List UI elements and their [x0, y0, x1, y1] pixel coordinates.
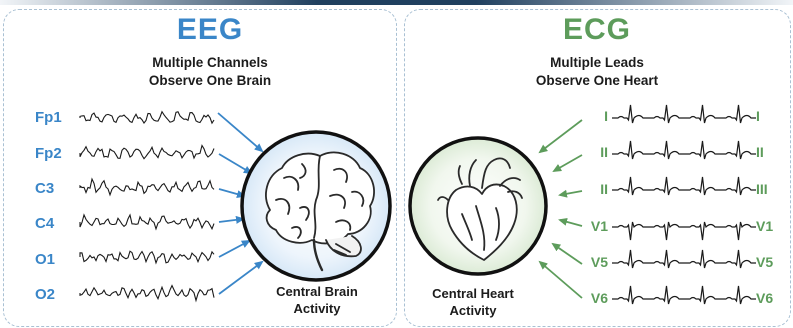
ecg-arrow [551, 242, 583, 265]
ecg-lead-label-left: V6 [590, 290, 608, 306]
eeg-channel-label: O2 [35, 286, 56, 303]
eeg-subtitle-line1: Multiple Channels [152, 55, 268, 70]
heart-caption-line1: Central Heart [432, 286, 514, 301]
eeg-subtitle-line2: Observe One Brain [148, 73, 272, 88]
ecg-lead-label-right: III [756, 181, 768, 197]
brain-caption-line1: Central Brain [276, 284, 358, 299]
ecg-arrow [538, 119, 583, 154]
ecg-lead-label-left: I [604, 108, 608, 124]
brain-icon [265, 151, 375, 272]
ecg-arrow [558, 189, 583, 198]
ecg-trace [612, 249, 756, 269]
ecg-trace [612, 140, 756, 160]
ecg-lead-label-left: II [600, 181, 608, 197]
eeg-channel-label: O1 [35, 251, 56, 268]
heart-node [408, 136, 548, 276]
eeg-arrow [218, 260, 264, 295]
eeg-trace [79, 177, 215, 197]
eeg-trace [79, 110, 215, 125]
top-accent-bar [0, 0, 793, 5]
eeg-trace [79, 213, 215, 231]
eeg-trace [79, 250, 215, 265]
ecg-trace [612, 221, 756, 241]
ecg-arrow [558, 217, 583, 227]
eeg-title: EEG [176, 13, 244, 46]
eeg-channel-label: C4 [35, 215, 55, 232]
ecg-trace [612, 104, 756, 124]
eeg-arrow [218, 215, 245, 224]
ecg-waveforms [612, 104, 756, 305]
ecg-lead-label-right: I [756, 108, 760, 124]
ecg-lead-label-right: V1 [756, 218, 774, 234]
eeg-channel-label: Fp1 [35, 109, 62, 126]
ecg-arrows [538, 119, 583, 299]
eeg-arrow [218, 153, 253, 175]
ecg-subtitle-line2: Observe One Heart [535, 73, 659, 88]
ecg-lead-label-left: II [600, 144, 608, 160]
ecg-arrow [538, 260, 583, 299]
ecg-lead-label-right: II [756, 144, 764, 160]
eeg-trace [79, 284, 215, 303]
brain-node [240, 130, 392, 282]
ecg-trace [612, 285, 756, 305]
ecg-lead-label-left: V1 [590, 218, 608, 234]
ecg-title: ECG [562, 13, 631, 46]
eeg-arrow [218, 240, 251, 258]
ecg-lead-label-right: V5 [756, 254, 774, 270]
ecg-subtitle-line1: Multiple Leads [550, 55, 644, 70]
ecg-arrow [552, 154, 583, 172]
eeg-arrow [217, 112, 264, 153]
heart-icon [437, 157, 523, 261]
eeg-channel-label: Fp2 [35, 145, 62, 162]
eeg-trace [79, 144, 215, 160]
heart-caption-line2: Activity [449, 303, 497, 318]
eeg-arrows [217, 112, 264, 295]
eeg-waveforms [79, 110, 215, 303]
eeg-channel-label: C3 [35, 180, 55, 197]
ecg-trace [612, 176, 756, 196]
brain-caption-line2: Activity [293, 301, 341, 316]
eeg-arrow [218, 188, 246, 198]
ecg-lead-label-right: V6 [756, 290, 774, 306]
ecg-lead-label-left: V5 [590, 254, 608, 270]
